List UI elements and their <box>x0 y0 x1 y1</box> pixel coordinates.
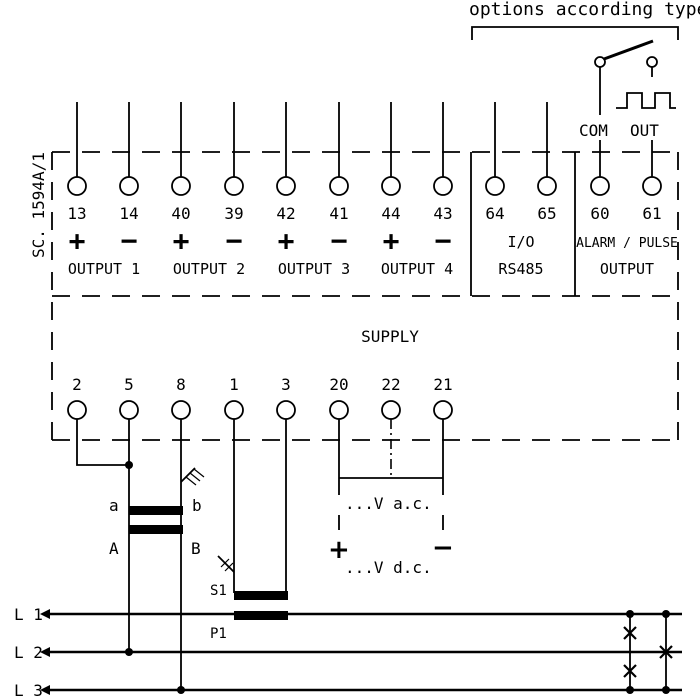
vt-label-b: b <box>192 496 202 515</box>
terminal-61 <box>642 176 662 196</box>
bottom-terminal-circles <box>67 400 453 420</box>
phase-buses <box>40 609 682 695</box>
cross-mark-icon <box>623 626 673 678</box>
terminal-number: 39 <box>224 204 243 223</box>
terminal-13 <box>67 176 87 196</box>
pulse-wave-icon <box>616 92 676 109</box>
voltage-ac-label: ...V a.c. <box>345 494 432 513</box>
terminal-number: 60 <box>590 204 609 223</box>
line-label-l1: L 1 <box>14 605 43 624</box>
terminal-wiring <box>76 419 444 690</box>
options-bracket <box>471 26 679 40</box>
bottom-terminal-numbers: 2 5 8 1 3 20 22 21 <box>72 375 452 394</box>
terminal-number: 44 <box>381 204 400 223</box>
terminal-60 <box>590 176 610 196</box>
polarity-signs: + − + − + − + − <box>69 224 452 257</box>
terminal-number: 65 <box>537 204 556 223</box>
terminal-40 <box>171 176 191 196</box>
terminal-number: 8 <box>176 375 186 394</box>
terminal-number: 21 <box>433 375 452 394</box>
terminal-42 <box>276 176 296 196</box>
vt-label-A: A <box>109 539 119 558</box>
junction-dots <box>125 461 185 694</box>
terminal-21 <box>433 400 453 420</box>
minus-sign: − <box>435 224 452 257</box>
relay-switch-icon <box>594 39 658 115</box>
terminal-65 <box>537 176 557 196</box>
drawing-code: SC. 1594A/1 <box>29 152 48 258</box>
terminal-20 <box>329 400 349 420</box>
terminal-number: 3 <box>281 375 291 394</box>
terminal-8 <box>171 400 191 420</box>
minus-sign: − <box>121 224 138 257</box>
minus-sign: − <box>226 224 243 257</box>
top-terminal-numbers: 13 14 40 39 42 41 44 43 64 65 60 61 <box>67 204 661 223</box>
terminal-number: 43 <box>433 204 452 223</box>
dc-plus-sign: + <box>328 535 350 565</box>
terminal-1 <box>224 400 244 420</box>
terminal-number: 42 <box>276 204 295 223</box>
terminal-number: 61 <box>642 204 661 223</box>
terminal-number: 22 <box>381 375 400 394</box>
supply-label: SUPPLY <box>361 327 419 346</box>
terminal-41 <box>329 176 349 196</box>
plus-sign: + <box>173 224 190 257</box>
plus-sign: + <box>278 224 295 257</box>
terminal-43 <box>433 176 453 196</box>
output-3-label: OUTPUT 3 <box>278 260 350 278</box>
terminal-number: 5 <box>124 375 134 394</box>
terminal-5 <box>119 400 139 420</box>
relay-com-label: COM <box>579 121 608 140</box>
terminal-number: 1 <box>229 375 239 394</box>
supply-bracket-top <box>338 477 444 495</box>
terminal-number: 40 <box>171 204 190 223</box>
group-labels: OUTPUT 1 OUTPUT 2 OUTPUT 3 OUTPUT 4 I/O … <box>68 233 678 278</box>
voltage-dc-label: ...V d.c. <box>345 558 432 577</box>
terminal-2 <box>67 400 87 420</box>
minus-sign: − <box>331 224 348 257</box>
terminal-14 <box>119 176 139 196</box>
line-label-l3: L 3 <box>14 681 43 700</box>
relay-output-label: OUTPUT <box>600 260 654 278</box>
ground-mark-icon <box>217 555 235 573</box>
ct-label-s1: S1 <box>210 583 227 599</box>
io-label: I/O <box>507 233 534 251</box>
output-4-label: OUTPUT 4 <box>381 260 453 278</box>
terminal-number: 64 <box>485 204 504 223</box>
terminal-64 <box>485 176 505 196</box>
options-label: options according types <box>469 0 700 20</box>
plus-sign: + <box>383 224 400 257</box>
alarm-pulse-label: ALARM / PULSE <box>576 236 678 251</box>
line-label-l2: L 2 <box>14 643 43 662</box>
dc-minus-sign: − <box>432 533 454 563</box>
supply-bracket-bottom <box>338 515 444 530</box>
terminal-number: 20 <box>329 375 348 394</box>
terminal-number: 14 <box>119 204 138 223</box>
terminal-22 <box>381 400 401 420</box>
vt-label-B: B <box>191 539 201 558</box>
terminal-number: 2 <box>72 375 82 394</box>
terminal-number: 41 <box>329 204 348 223</box>
terminal-3 <box>276 400 296 420</box>
output-2-label: OUTPUT 2 <box>173 260 245 278</box>
ground-mark-icon <box>180 467 205 486</box>
rs485-label: RS485 <box>498 260 543 278</box>
vt-label-a: a <box>109 496 119 515</box>
relay-out-label: OUT <box>630 121 659 140</box>
top-terminal-block <box>51 151 679 441</box>
ct-label-p1: P1 <box>210 626 227 642</box>
current-transformer <box>234 591 288 620</box>
terminal-44 <box>381 176 401 196</box>
voltage-transformer <box>129 506 183 534</box>
terminal-39 <box>224 176 244 196</box>
output-1-label: OUTPUT 1 <box>68 260 140 278</box>
plus-sign: + <box>69 224 86 257</box>
top-terminal-leads <box>76 102 653 177</box>
top-terminal-circles <box>67 176 662 196</box>
terminal-number: 13 <box>67 204 86 223</box>
